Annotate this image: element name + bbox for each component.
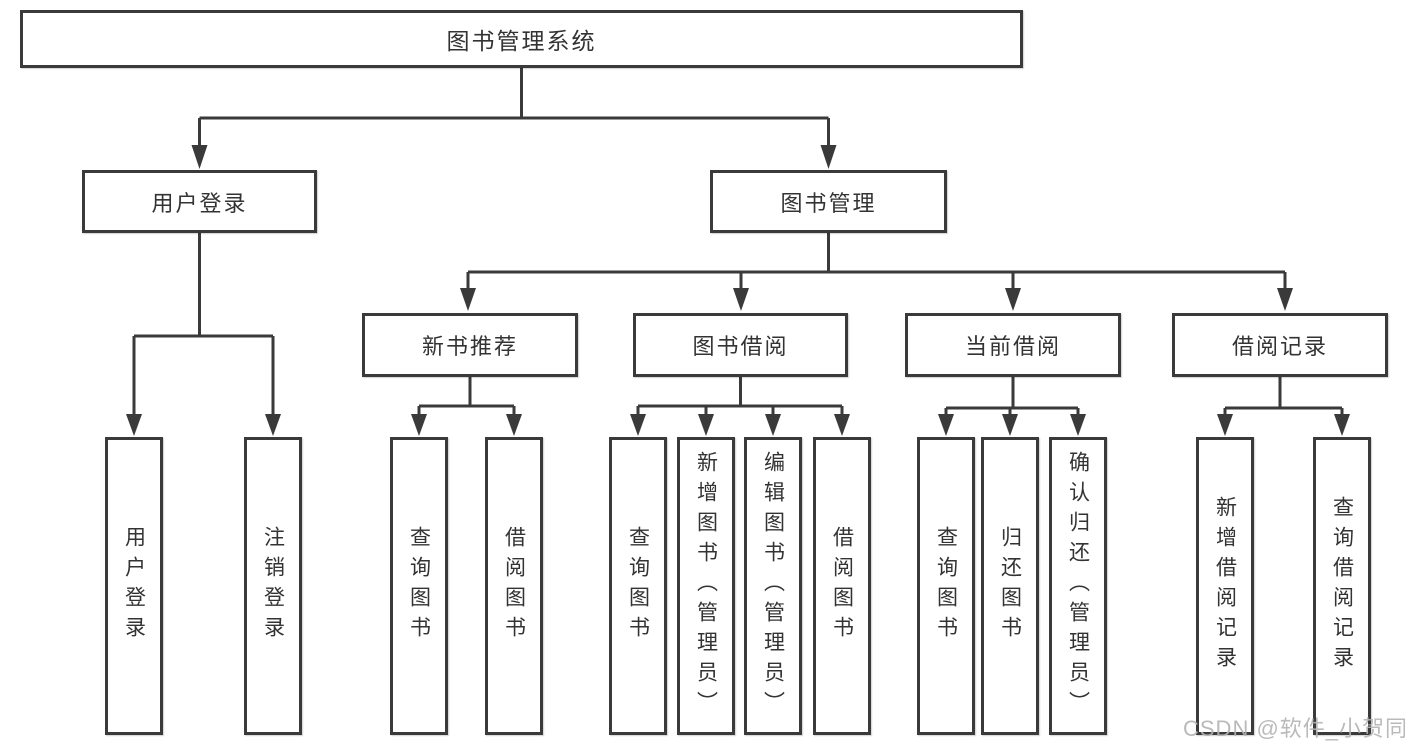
arrowhead-br-query-record <box>1334 414 1350 436</box>
leaf-cb-confirm-return: 确认归还（管理员） <box>1049 437 1107 735</box>
node-current-borrow-label: 当前借阅 <box>964 334 1061 359</box>
leaf-bb-add-books-label: 新增图书（管理员） <box>694 451 718 721</box>
leaf-logout: 注销登录 <box>244 437 302 735</box>
arrowhead-book-borrow <box>733 288 749 311</box>
leaf-logout-label: 注销登录 <box>261 526 285 646</box>
leaf-bb-borrow-books-label: 借阅图书 <box>830 526 854 646</box>
node-new-book-recommend: 新书推荐 <box>362 313 578 377</box>
leaf-cb-confirm-return-label: 确认归还（管理员） <box>1066 451 1090 721</box>
node-book-borrow-label: 图书借阅 <box>692 334 789 359</box>
arrowhead-book-management <box>820 145 837 169</box>
node-user-login: 用户登录 <box>82 170 317 233</box>
edge-current-borrow-children <box>944 377 1080 416</box>
leaf-nbr-query-books-label: 查询图书 <box>407 526 431 646</box>
arrowhead-user-login <box>191 145 208 169</box>
arrowhead-borrow-records <box>1277 288 1293 311</box>
leaf-br-query-record: 查询借阅记录 <box>1313 437 1371 735</box>
arrowhead-bb-query-books <box>630 414 646 436</box>
node-book-management-label: 图书管理 <box>780 190 877 216</box>
leaf-bb-edit-books: 编辑图书（管理员） <box>744 437 802 735</box>
arrowhead-cb-confirm-return <box>1070 414 1086 436</box>
leaf-nbr-borrow-books: 借阅图书 <box>485 437 543 735</box>
leaf-cb-query-books-label: 查询图书 <box>934 526 958 646</box>
edge-user-login-children <box>132 233 275 416</box>
leaf-br-query-record-label: 查询借阅记录 <box>1330 496 1354 676</box>
node-borrow-records-label: 借阅记录 <box>1231 334 1328 359</box>
arrowhead-nbr-query-books <box>411 414 427 436</box>
node-new-book-recommend-label: 新书推荐 <box>421 334 518 359</box>
edge-borrow-records-children <box>1223 377 1344 416</box>
node-system-root: 图书管理系统 <box>20 10 1023 68</box>
leaf-cb-return-books: 归还图书 <box>981 437 1039 735</box>
edge-new-book-recommend-children <box>417 377 516 416</box>
arrowhead-nbr-borrow-books <box>506 414 522 436</box>
node-book-borrow: 图书借阅 <box>633 313 848 377</box>
leaf-bb-borrow-books: 借阅图书 <box>813 437 871 735</box>
arrowhead-new-book-recommend <box>460 288 476 311</box>
leaf-nbr-borrow-books-label: 借阅图书 <box>502 526 526 646</box>
node-user-login-label: 用户登录 <box>151 190 248 216</box>
node-book-management: 图书管理 <box>710 170 947 233</box>
leaf-cb-return-books-label: 归还图书 <box>998 526 1022 646</box>
leaf-bb-edit-books-label: 编辑图书（管理员） <box>761 451 785 721</box>
arrowhead-bb-edit-books <box>765 414 781 436</box>
leaf-cb-query-books: 查询图书 <box>917 437 975 735</box>
arrowhead-cb-query-books <box>938 414 954 436</box>
leaf-bb-query-books: 查询图书 <box>609 437 667 735</box>
arrowhead-leaf-user-login <box>126 414 142 436</box>
leaf-br-add-record-label: 新增借阅记录 <box>1213 496 1237 676</box>
leaf-bb-query-books-label: 查询图书 <box>626 526 650 646</box>
arrowhead-cb-return-books <box>1002 414 1018 436</box>
arrowhead-bb-add-books <box>698 414 714 436</box>
edge-book-borrow-children <box>636 377 844 416</box>
arrowhead-br-add-record <box>1217 414 1233 436</box>
leaf-user-login: 用户登录 <box>105 437 163 735</box>
watermark: CSDN @软件_小贺同学 <box>1183 716 1405 741</box>
node-current-borrow: 当前借阅 <box>905 313 1121 377</box>
edge-book-management-children <box>466 233 1287 290</box>
leaf-br-add-record: 新增借阅记录 <box>1196 437 1254 735</box>
arrowhead-bb-borrow-books <box>834 414 850 436</box>
edge-root-to-level2 <box>198 68 830 147</box>
arrowhead-current-borrow <box>1005 288 1021 311</box>
node-borrow-records: 借阅记录 <box>1172 313 1388 377</box>
leaf-bb-add-books: 新增图书（管理员） <box>677 437 735 735</box>
arrowhead-leaf-logout <box>265 414 281 436</box>
leaf-nbr-query-books: 查询图书 <box>390 437 448 735</box>
leaf-user-login-label: 用户登录 <box>122 526 146 646</box>
node-system-root-label: 图书管理系统 <box>446 28 597 54</box>
